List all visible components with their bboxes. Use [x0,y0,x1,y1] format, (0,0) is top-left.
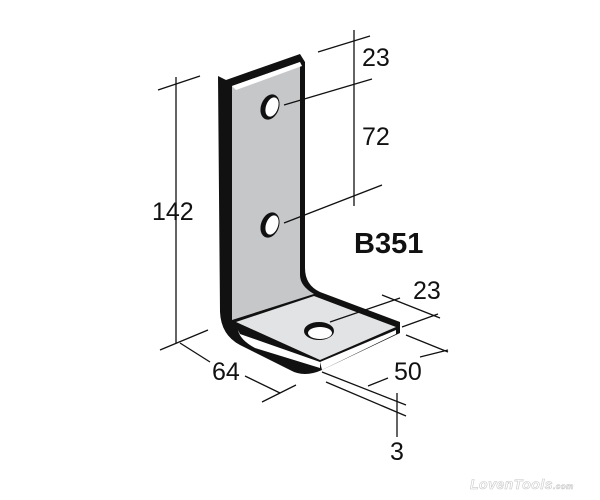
dim-base-hole-offset: 23 [413,277,441,305]
hole-base [304,322,334,340]
dimension-lines [157,30,449,437]
bracket-shape [218,54,400,374]
part-number-label: B351 [354,228,424,260]
dim-top-offset: 23 [362,44,390,72]
dim-thickness: 3 [390,438,404,466]
hole-lower [260,212,280,238]
dim-width: 64 [212,358,240,386]
watermark-brand: LovenTools [470,476,554,493]
watermark-suffix: .com [553,482,574,492]
dim-base-depth: 50 [394,358,422,386]
dim-overall-height: 142 [152,198,194,226]
watermark-logo: LovenTools.com [470,476,574,493]
dim-hole-spacing: 72 [362,123,390,151]
hole-upper [260,94,280,120]
